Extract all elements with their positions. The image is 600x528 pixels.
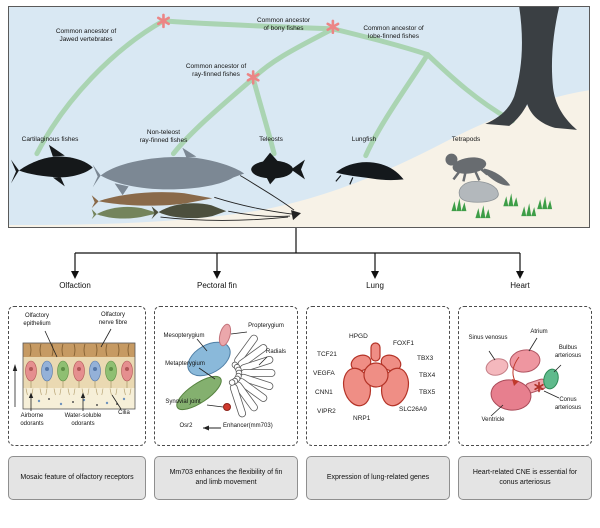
label-atrium: Atrium bbox=[530, 329, 548, 335]
enhancer-arrow bbox=[203, 425, 221, 431]
sinus-venosus-shape bbox=[485, 358, 509, 376]
caption-text: Heart-related CNE is essential for conus… bbox=[472, 469, 578, 486]
heart-illustration bbox=[485, 349, 559, 411]
pectoral-fin-caption: Mm703 enhances the flexibility of fin an… bbox=[154, 456, 298, 500]
gene-label-hpgd: HPGD bbox=[349, 333, 368, 340]
label-synovial-joint: Synovial joint bbox=[165, 399, 201, 405]
label-airborne-odorants: Airborne odorants bbox=[20, 413, 44, 427]
mesopterygium-shape bbox=[187, 341, 231, 377]
gene-label-slc26a9: SLC26A9 bbox=[399, 406, 427, 413]
bulbus-arteriosus-shape bbox=[543, 368, 559, 390]
lung-caption: Expression of lung-related genes bbox=[306, 456, 450, 500]
caption-text: Mm703 enhances the flexibility of fin an… bbox=[169, 469, 283, 486]
species-label-cartilaginous: Cartilaginous fishes bbox=[21, 136, 79, 143]
synovial-joint-shape bbox=[223, 403, 231, 411]
convergence-arrows bbox=[160, 175, 295, 221]
fin-leader-lines bbox=[196, 331, 268, 408]
down-arrowheads bbox=[71, 271, 524, 279]
gene-label-tbx3: TBX3 bbox=[417, 355, 434, 362]
bichir-illustration bbox=[91, 206, 159, 220]
gene-label-foxf1: FOXF1 bbox=[393, 340, 414, 347]
rock bbox=[458, 181, 499, 203]
label-osr2: Osr2 bbox=[179, 423, 193, 429]
star-icon bbox=[246, 70, 260, 85]
ground bbox=[9, 90, 589, 227]
heart-caption: Heart-related CNE is essential for conus… bbox=[458, 456, 592, 500]
gene-label-tbx4: TBX4 bbox=[419, 372, 436, 379]
ancestor-label-bony-fishes: Common ancestor of bony fishes bbox=[256, 17, 311, 33]
odorant-dots bbox=[37, 397, 126, 406]
tetrapod-silhouette bbox=[445, 153, 511, 186]
ancestor-label-lobe-finned: Common ancestor of lobe-finned fishes bbox=[363, 25, 424, 41]
label-mesopterygium: Mesopterygium bbox=[163, 333, 205, 339]
phylogeny-branches bbox=[34, 18, 515, 159]
star-icon bbox=[156, 13, 170, 29]
label-metapterygium: Metapterygium bbox=[165, 361, 205, 367]
flow-connector bbox=[71, 228, 524, 279]
cne-star-icons bbox=[156, 13, 340, 85]
lung-panel: HPGD FOXF1 TCF21 TBX3 VEGFA TBX4 CNN1 TB… bbox=[306, 306, 450, 446]
caption-text: Expression of lung-related genes bbox=[326, 474, 430, 482]
blood-flow-arrow bbox=[512, 356, 520, 382]
label-ventricle: Ventricle bbox=[481, 417, 505, 423]
category-pectoral-fin: Pectoral fin bbox=[196, 281, 238, 290]
lungfish-silhouette bbox=[335, 162, 404, 185]
caption-text: Mosaic feature of olfactory receptors bbox=[20, 474, 134, 482]
teleost-silhouette bbox=[251, 152, 305, 185]
ventricle-shape bbox=[490, 379, 532, 411]
cne-star-icon bbox=[534, 381, 544, 393]
olfaction-leader-lines bbox=[14, 328, 122, 411]
heart-leader-lines bbox=[488, 337, 562, 417]
bowfin-illustration bbox=[151, 203, 227, 220]
gene-label-tcf21: TCF21 bbox=[317, 351, 337, 358]
olfaction-panel: Olfactory epithelium Olfactory nerve fib… bbox=[8, 306, 146, 446]
pectoral-fin-panel: Mesopterygium Propterygium Metapterygium… bbox=[154, 306, 298, 446]
label-olfactory-nerve-fibre: Olfactory nerve fibre bbox=[98, 312, 128, 326]
propterygium-shape bbox=[218, 323, 232, 347]
radials-fan bbox=[228, 334, 276, 418]
label-cilia: Cilia bbox=[118, 410, 130, 416]
species-label-lungfish: Lungfish bbox=[351, 136, 377, 143]
category-heart: Heart bbox=[510, 281, 530, 290]
gene-label-vegfa: VEGFA bbox=[313, 370, 335, 377]
olfactory-epithelium-illustration bbox=[22, 342, 136, 410]
atrium-shape bbox=[509, 349, 541, 373]
olfaction-arrowheads bbox=[12, 364, 86, 398]
species-label-non-teleost: Non-teleost ray-finned fishes bbox=[139, 129, 188, 145]
gene-label-vipr2: VIPR2 bbox=[317, 408, 336, 415]
species-label-tetrapods: Tetrapods bbox=[451, 136, 481, 143]
tree-trunk bbox=[485, 7, 578, 130]
label-bulbus-arteriosus: Bulbus arteriosus bbox=[554, 345, 582, 359]
gene-label-nrp1: NRP1 bbox=[353, 415, 371, 422]
species-label-teleosts: Teleosts bbox=[259, 136, 283, 143]
category-olfaction: Olfaction bbox=[59, 281, 91, 290]
label-propterygium: Propterygium bbox=[248, 323, 284, 329]
olfaction-caption: Mosaic feature of olfactory receptors bbox=[8, 456, 146, 500]
gene-label-cnn1: CNN1 bbox=[315, 389, 333, 396]
gene-label-tbx5: TBX5 bbox=[419, 389, 436, 396]
ancestor-label-ray-finned: Common ancestor of ray-finned fishes bbox=[185, 63, 247, 79]
phylogenetic-tree-panel: Common ancestor of Jawed vertebrates Com… bbox=[8, 6, 590, 228]
label-water-soluble-odorants: Water-soluble odorants bbox=[64, 413, 102, 427]
gar-illustration bbox=[91, 192, 213, 209]
sturgeon-illustration bbox=[92, 147, 245, 196]
category-lung: Lung bbox=[366, 281, 384, 290]
heart-panel: Sinus venosus Atrium Bulbus arteriosus C… bbox=[458, 306, 592, 446]
label-olfactory-epithelium: Olfactory epithelium bbox=[23, 313, 51, 327]
label-enhancer-mm703: Enhancer(mm703) bbox=[223, 423, 273, 429]
ancestor-label-jawed-vertebrates: Common ancestor of Jawed vertebrates bbox=[55, 28, 117, 44]
shark-silhouette bbox=[10, 144, 93, 187]
star-icon bbox=[326, 19, 340, 35]
label-conus-arteriosus: Conus arteriosus bbox=[554, 397, 582, 411]
lung-illustration bbox=[342, 342, 410, 407]
metapterygium-shape bbox=[176, 375, 222, 411]
label-sinus-venosus: Sinus venosus bbox=[468, 335, 508, 341]
label-radials: Radials bbox=[265, 349, 286, 355]
convergence-arrowhead bbox=[291, 210, 301, 221]
